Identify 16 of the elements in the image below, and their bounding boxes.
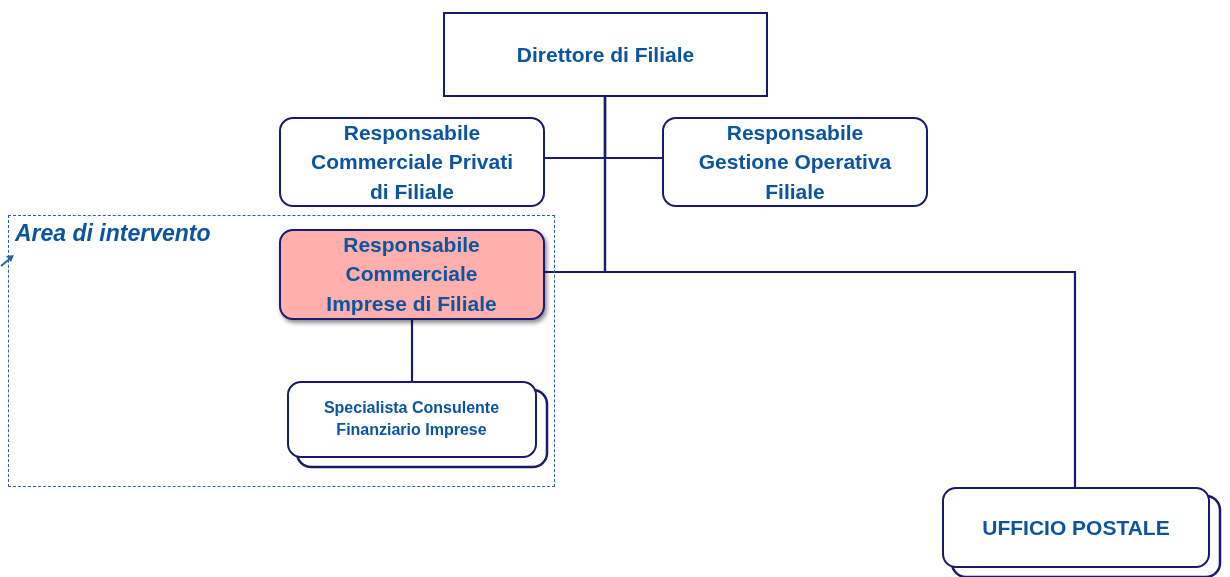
area-label: Area di intervento xyxy=(15,220,211,247)
role-label: Specialista Consulente Finanziario Imprese xyxy=(322,397,501,440)
connector-line xyxy=(603,97,1077,487)
role-box xyxy=(662,117,928,207)
role-label: Responsabile Commerciale Imprese di Filiale xyxy=(325,231,498,317)
role-label: UFFICIO POSTALE xyxy=(982,514,1170,541)
intervention-area xyxy=(8,215,555,487)
role-label: Responsabile Gestione Operativa Filiale xyxy=(697,119,893,205)
role-box xyxy=(942,487,1210,568)
title-box xyxy=(443,12,768,97)
role-label: Direttore di Filiale xyxy=(516,41,695,68)
role-label: Responsabile Commerciale Privati di Filiale xyxy=(310,119,514,205)
role-box xyxy=(286,380,537,458)
connector-line xyxy=(410,320,414,381)
role-box xyxy=(278,228,545,320)
role-box xyxy=(279,117,545,207)
